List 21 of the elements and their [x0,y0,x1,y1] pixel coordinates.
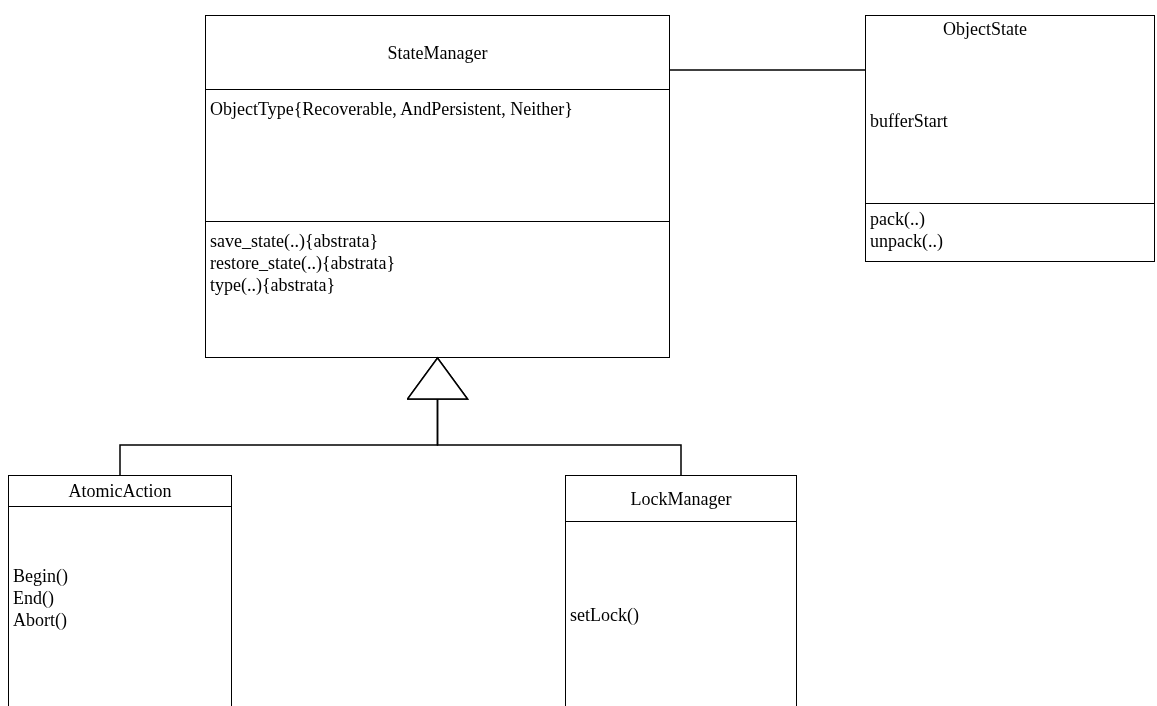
class-member: type(..){abstrata} [210,274,337,296]
class-name: ObjectState [943,18,1028,40]
class-member: Begin() [13,565,69,587]
class-name: LockManager [630,487,732,510]
class-box [205,15,670,358]
class-member: unpack(..) [870,230,944,252]
class-member: ObjectType{Recoverable, AndPersistent, Neither} [210,98,574,120]
association-line [669,69,866,71]
class-member: Abort() [13,609,68,631]
class-member: restore_state(..){abstrata} [210,252,397,274]
class-member: pack(..) [870,208,926,230]
class-member: setLock() [570,604,640,626]
class-box [865,15,1155,262]
inheritance-arrow [406,357,682,476]
class-box [8,475,232,706]
class-member: bufferStart [870,110,949,132]
class-name: AtomicAction [68,480,172,502]
class-name: StateManager [387,41,488,64]
class-box [565,475,797,706]
class-member: End() [13,587,55,609]
class-member: save_state(..){abstrata} [210,230,380,252]
